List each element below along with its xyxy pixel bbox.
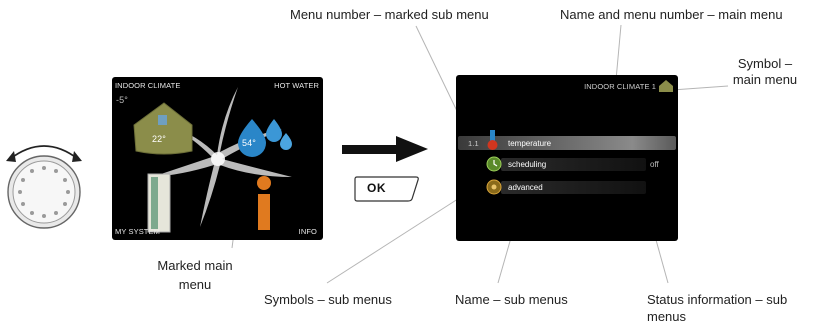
info-icon (257, 176, 271, 230)
callout-symbol-main-2: main menu (732, 72, 798, 87)
knob-icon (6, 145, 82, 229)
menu-info[interactable]: INFO (298, 227, 317, 236)
house-symbol-icon (659, 80, 673, 92)
ok-button-shape (354, 176, 419, 202)
outdoor-temperature: -5° (116, 95, 128, 105)
menu-row-temperature[interactable] (458, 136, 676, 150)
clock-icon (486, 156, 502, 172)
menu-my-system[interactable]: MY SYSTEM (115, 227, 160, 236)
main-menu-graphics (133, 87, 292, 233)
indoor-temperature: 22° (152, 134, 166, 144)
callout-line-symbols-sub (326, 187, 476, 284)
water-temperature: 54° (242, 138, 256, 148)
main-menu-screen: INDOOR CLIMATE HOT WATER -5° 22° 54° MY … (112, 77, 323, 240)
arrow-right-icon (342, 136, 428, 162)
sub-menu-screen: INDOOR CLIMATE 1 1.1 temperature schedul… (456, 75, 678, 241)
row-label-temperature: temperature (508, 139, 552, 148)
control-knob[interactable] (2, 125, 86, 235)
row-label-scheduling: scheduling (508, 160, 547, 169)
callout-line-main-name (615, 24, 622, 81)
thermometer-icon (487, 130, 498, 150)
callout-status-1: Status information – sub (647, 292, 788, 307)
sub-menu-number: 1.1 (468, 139, 479, 148)
callout-name-and-number: Name and menu number – main menu (560, 7, 783, 22)
system-unit-icon (147, 173, 171, 233)
sub-menu-title: INDOOR CLIMATE 1 (584, 82, 656, 91)
callout-status-2: menus (647, 309, 687, 324)
callout-symbols-sub: Symbols – sub menus (264, 292, 392, 307)
menu-indoor-climate[interactable]: INDOOR CLIMATE (115, 81, 181, 90)
row-status-scheduling: off (650, 160, 659, 169)
ok-button-label: OK (367, 181, 386, 195)
menu-row-scheduling[interactable] (501, 158, 646, 171)
callout-line-symbol-main (671, 85, 729, 91)
callout-marked-main-1: Marked main (157, 258, 233, 273)
callout-menu-number: Menu number – marked sub menu (290, 7, 489, 22)
water-drops-icon (238, 119, 292, 157)
callout-symbol-main-1: Symbol – (737, 56, 793, 71)
callout-name-sub: Name – sub menus (455, 292, 568, 307)
menu-hot-water[interactable]: HOT WATER (274, 81, 319, 90)
callout-marked-main-2: menu (178, 277, 212, 292)
house-icon (133, 102, 193, 155)
menu-row-advanced[interactable] (501, 181, 646, 194)
row-label-advanced: advanced (508, 183, 543, 192)
ok-button[interactable]: OK (354, 176, 420, 202)
gear-icon (486, 179, 502, 195)
